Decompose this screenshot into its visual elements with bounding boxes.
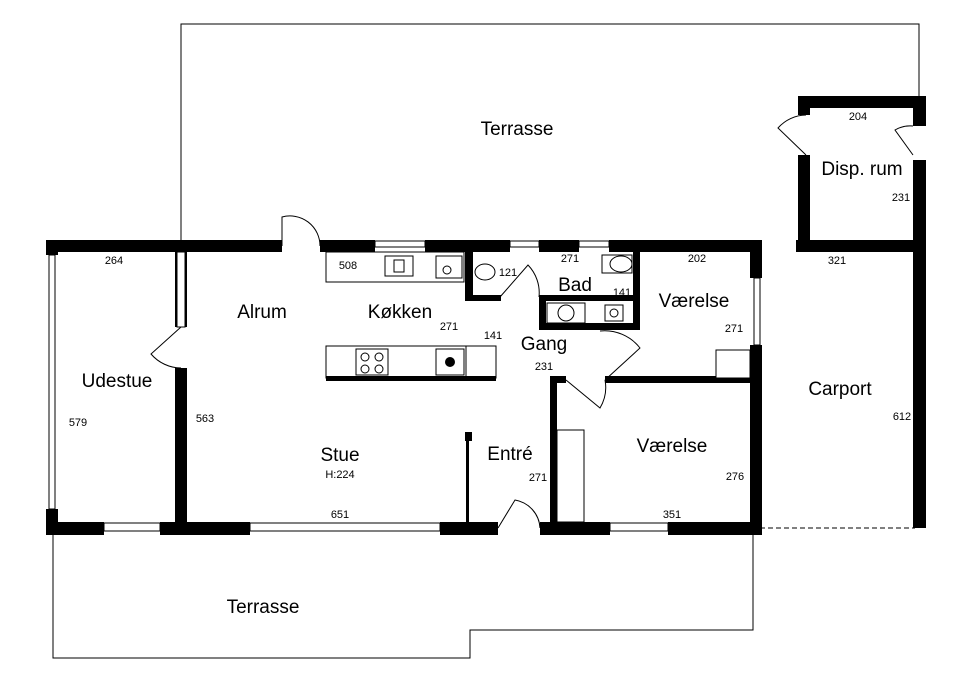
room-label-vaerelse-2: Værelse bbox=[637, 436, 708, 457]
dimension-label: 202 bbox=[688, 253, 706, 265]
dimension-label: 612 bbox=[893, 411, 911, 423]
room-label-disp-rum: Disp. rum bbox=[821, 159, 902, 180]
exterior-walls bbox=[46, 240, 762, 535]
dimension-label: 231 bbox=[892, 192, 910, 204]
dimension-label: 141 bbox=[613, 287, 631, 299]
dimension-label: 121 bbox=[499, 267, 517, 279]
room-label-entre: Entré bbox=[487, 444, 532, 465]
dimension-label: 579 bbox=[69, 417, 87, 429]
room-label-gang: Gang bbox=[521, 334, 567, 355]
kitchen-counter-top bbox=[325, 251, 465, 283]
dimension-label: 651 bbox=[331, 509, 349, 521]
room-height-stue: H:224 bbox=[325, 469, 354, 481]
terrace-bottom-outline bbox=[52, 535, 754, 659]
room-label-udestue: Udestue bbox=[82, 371, 153, 392]
room-label-vaerelse-1: Værelse bbox=[659, 291, 730, 312]
room-label-carport: Carport bbox=[808, 379, 872, 400]
closets bbox=[556, 349, 751, 523]
dimension-label: 271 bbox=[561, 253, 579, 265]
disp-rum-walls bbox=[796, 96, 926, 528]
dimension-label: 231 bbox=[535, 361, 553, 373]
dimension-label: 321 bbox=[828, 255, 846, 267]
windows bbox=[48, 240, 761, 532]
kitchen-island bbox=[325, 345, 497, 381]
dimension-label: 351 bbox=[663, 509, 681, 521]
dimension-label: 276 bbox=[726, 471, 744, 483]
room-label-stue: Stue bbox=[320, 445, 359, 466]
terrace-top-outline bbox=[180, 23, 920, 240]
dimension-label: 563 bbox=[196, 413, 214, 425]
dimension-label: 271 bbox=[725, 323, 743, 335]
dimension-label: 204 bbox=[849, 111, 867, 123]
dimension-label: 271 bbox=[529, 472, 547, 484]
room-label-kokken: Køkken bbox=[368, 302, 432, 323]
room-label-alrum: Alrum bbox=[237, 302, 287, 323]
bathroom-fixtures bbox=[474, 254, 633, 324]
doors bbox=[150, 114, 914, 529]
room-label-terrasse-bottom: Terrasse bbox=[227, 597, 300, 618]
dimension-label: 141 bbox=[484, 330, 502, 342]
room-label-bad: Bad bbox=[558, 275, 592, 296]
room-label-terrasse-top: Terrasse bbox=[481, 119, 554, 140]
dimension-label: 508 bbox=[339, 260, 357, 272]
dimension-label: 271 bbox=[440, 321, 458, 333]
dimension-label: 264 bbox=[105, 255, 123, 267]
